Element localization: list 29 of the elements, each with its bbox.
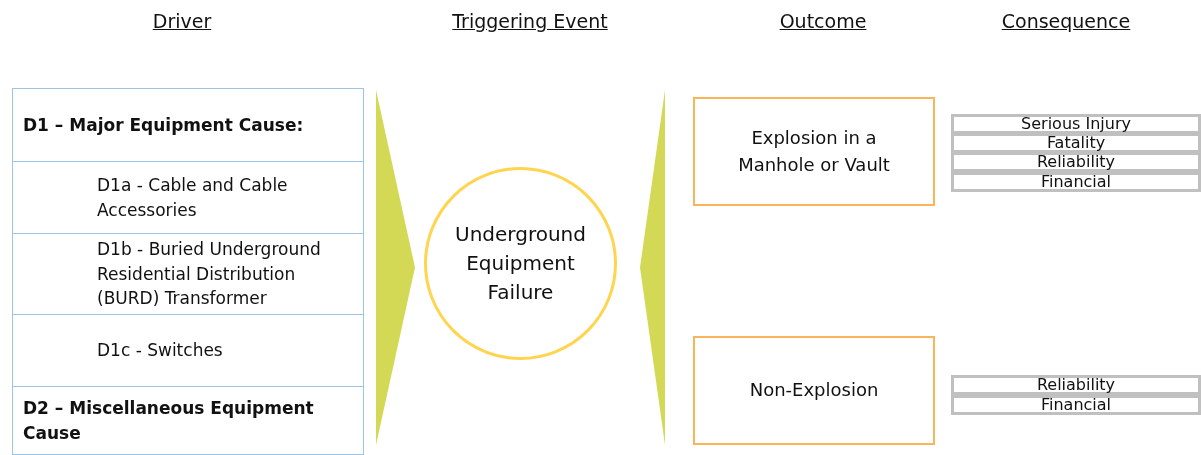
bowtie-wedge [376, 90, 415, 445]
driver-label: D1 – Major Equipment Cause: [23, 113, 304, 137]
driver-table [12, 88, 364, 455]
consequence-row [951, 114, 1201, 134]
consequence-row [951, 133, 1201, 153]
driver-label: D1c - Switches [97, 339, 223, 363]
consequence-row [951, 172, 1201, 192]
consequence-label: Serious Injury [1021, 117, 1131, 131]
consequence-label: Reliability [1036, 378, 1116, 392]
driver-label: D2 – Miscellaneous Equipment Cause [23, 396, 315, 445]
driver-label: D1a - Cable and Cable Accessories [97, 173, 289, 222]
column-heading: Consequence [1001, 10, 1131, 32]
event-circle [424, 167, 617, 360]
outcome-label: Non-Explosion [749, 378, 879, 403]
outcome-box [693, 336, 935, 445]
consequence-label: Fatality [1046, 136, 1106, 150]
outcome-label: Explosion in a Manhole or Vault [737, 126, 891, 177]
column-heading: Triggering Event [452, 10, 608, 32]
consequence-label: Reliability [1036, 155, 1116, 169]
driver-label: D1b - Buried Underground Residential Distribution (BURD) Transformer [97, 238, 322, 311]
outcome-box [693, 97, 935, 206]
consequence-label: Financial [1040, 398, 1112, 412]
column-heading: Outcome [779, 10, 867, 32]
consequence-row [951, 152, 1201, 172]
column-heading: Driver [152, 10, 212, 32]
consequence-label: Financial [1040, 175, 1112, 189]
consequence-row [951, 395, 1201, 415]
event-label: Underground Equipment Failure [454, 221, 587, 306]
consequence-row [951, 375, 1201, 395]
